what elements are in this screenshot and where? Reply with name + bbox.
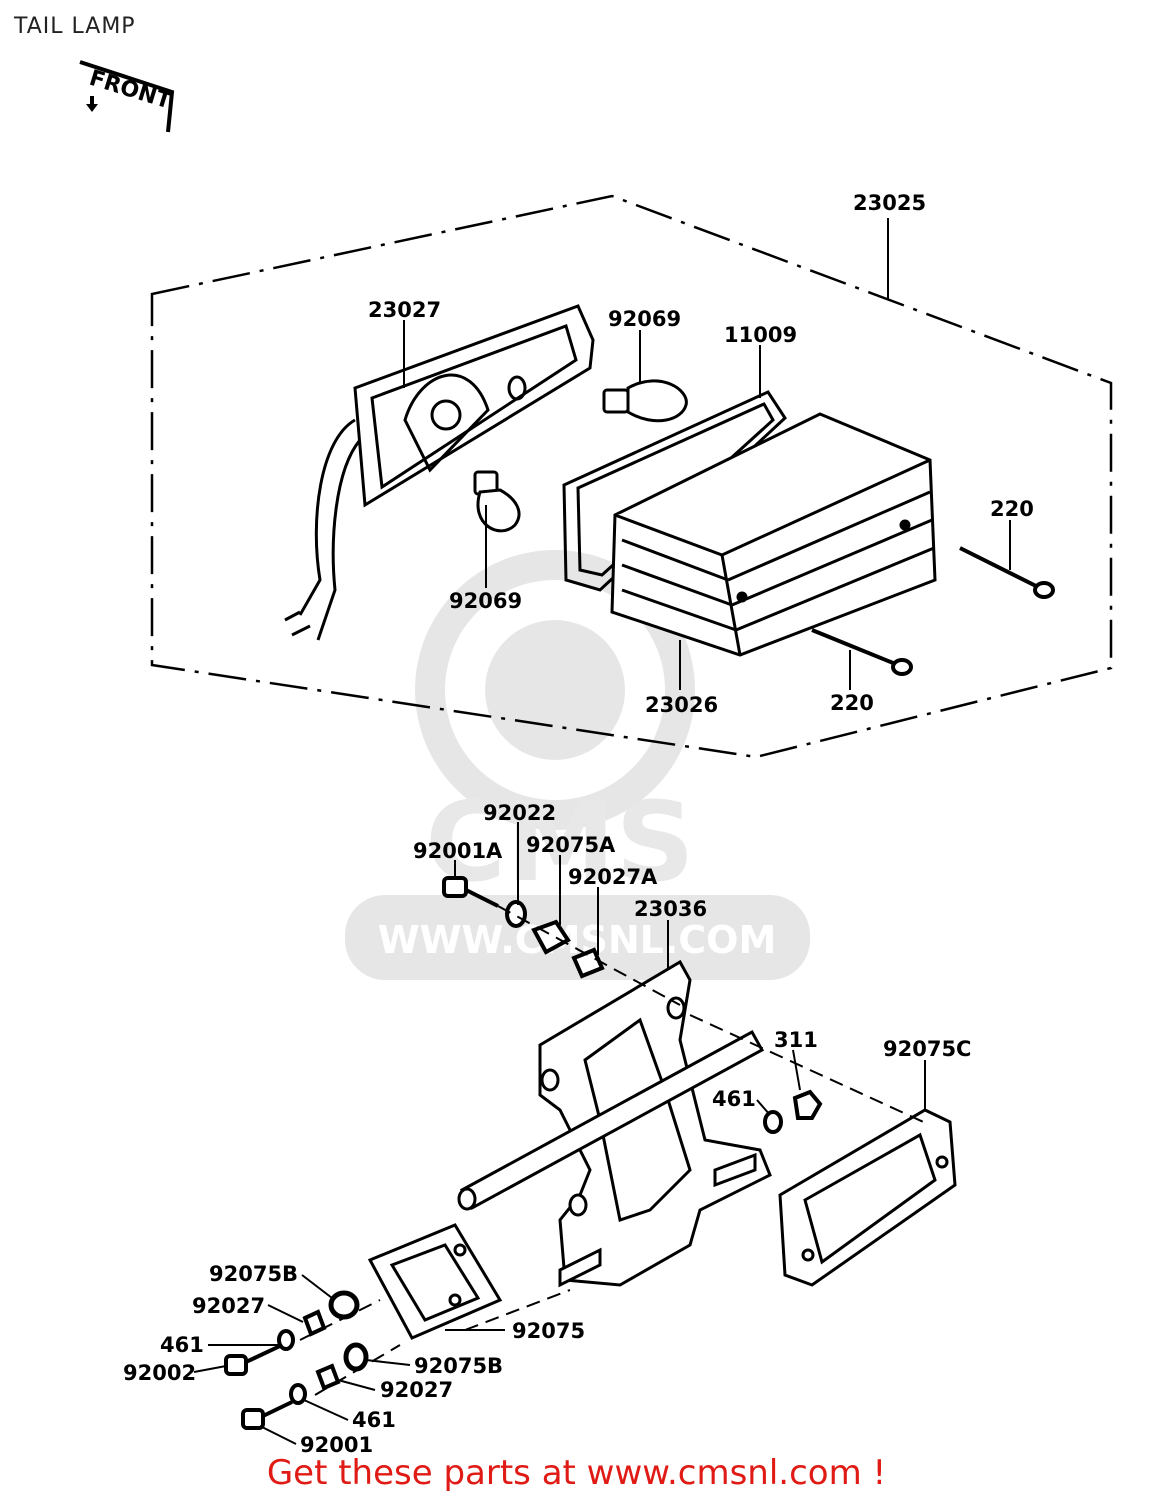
front-marker: FRONT [79,60,175,133]
label-92001A: 92001A [413,839,503,863]
label-23027: 23027 [368,298,441,322]
label-311: 311 [774,1028,818,1052]
collar-92027A [571,947,605,979]
plate-92075 [367,1223,503,1340]
rubber-92075B-bottom [343,1342,369,1372]
tail-lens [610,412,937,657]
bolt-92001 [241,1400,293,1430]
label-461-left: 461 [160,1333,204,1357]
footer-link[interactable]: Get these parts at www.cmsnl.com ! [266,1453,887,1493]
lamp-bracket [538,959,772,1288]
bolt-92001A [442,876,499,908]
label-23025: 23025 [853,191,926,215]
front-label: FRONT [86,66,174,114]
assembly-lines [299,905,931,1396]
leader-lines [193,320,1011,1445]
label-92075B-left: 92075B [209,1262,298,1286]
cms-watermark: CMS WWW.CMSNL.COM [345,550,810,980]
screw-220-bottom [811,628,913,676]
label-461-bottom: 461 [352,1408,396,1432]
washer-92022 [505,900,527,928]
label-23026: 23026 [645,693,718,717]
washer-461-bottom [289,1383,307,1405]
label-92002: 92002 [123,1361,196,1385]
label-220-bottom: 220 [830,691,874,715]
label-92022: 92022 [483,801,556,825]
label-92075: 92075 [512,1319,585,1343]
plate-92075C [778,1108,957,1287]
collar-92027-left [302,1309,327,1337]
washer-461-right [763,1110,783,1134]
bulb-bottom [473,470,521,533]
label-92027A: 92027A [568,865,658,889]
label-92027-left: 92027 [192,1294,265,1318]
screw-220-top [959,546,1055,599]
label-461-right: 461 [712,1087,756,1111]
page-title: TAIL LAMP [14,14,136,39]
label-23036: 23036 [634,897,707,921]
collar-92027-bottom [315,1363,341,1391]
label-220-top: 220 [990,497,1034,521]
label-92069-bottom: 92069 [449,589,522,613]
label-92069-top: 92069 [608,307,681,331]
nut-311 [792,1089,823,1120]
assembly-boundary [150,194,1113,759]
rod [457,1029,765,1211]
bulb-top [602,379,688,423]
washer-461-left [277,1329,295,1351]
label-92075C: 92075C [883,1037,971,1061]
label-92075B-bottom: 92075B [414,1354,503,1378]
label-92027-bottom: 92027 [380,1378,453,1402]
label-92001: 92001 [300,1433,373,1457]
label-11009: 11009 [724,323,797,347]
rubber-92075B-left [328,1290,360,1320]
lamp-housing [284,304,595,641]
label-92075A: 92075A [526,833,616,857]
part-labels: 23025 23027 92069 11009 92069 220 220 23… [123,191,1034,1457]
bolt-92002 [224,1344,281,1376]
